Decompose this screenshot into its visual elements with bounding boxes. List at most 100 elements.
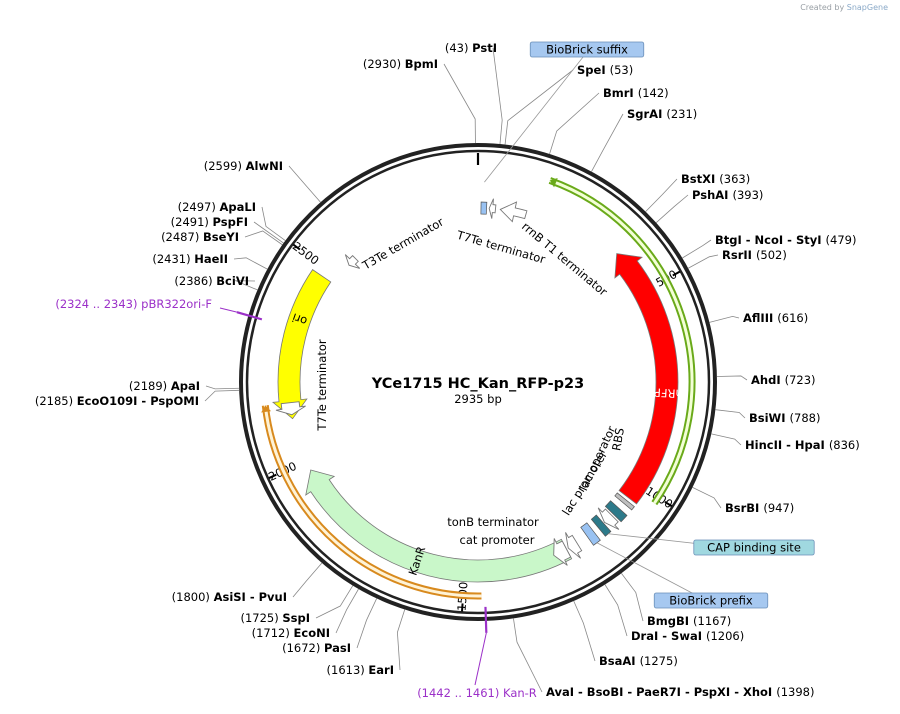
callout-box[interactable]: [693, 539, 815, 556]
callout-label[interactable]: CAP binding site: [707, 541, 801, 555]
site-enzyme-name[interactable]: EcoO109I - PspOMI: [77, 394, 199, 408]
site-label[interactable]: (2185) EcoO109I - PspOMI: [35, 394, 199, 408]
site-label[interactable]: (1712) EcoNI: [252, 626, 330, 640]
site-position: (1725): [240, 611, 282, 625]
site-label[interactable]: RsrII (502): [722, 248, 787, 262]
site-enzyme-name[interactable]: EarI: [368, 663, 394, 677]
site-enzyme-name[interactable]: BmgBI: [647, 614, 693, 628]
feature-label-t3te-terminator: T3Te terminator: [359, 215, 446, 273]
site-enzyme-name[interactable]: HaeII: [194, 252, 228, 266]
site-label[interactable]: HincII - HpaI (836): [745, 438, 860, 452]
feature-rrnb-t1-terminator: [499, 201, 528, 223]
site-label[interactable]: (2491) PspFI: [171, 215, 248, 229]
site-label[interactable]: AflIII (616): [743, 311, 808, 325]
site-label[interactable]: SpeI (53): [577, 63, 633, 77]
callout-box[interactable]: [653, 592, 769, 609]
site-enzyme-name[interactable]: HincII - HpaI: [745, 438, 829, 452]
site-position: (1800): [172, 590, 214, 604]
site-label[interactable]: PshAI (393): [692, 188, 763, 202]
site-enzyme-name[interactable]: RsrII: [722, 248, 756, 262]
site-label[interactable]: AvaI - BsoBI - PaeR7I - PspXI - XhoI (13…: [546, 685, 814, 699]
feature-label-t7te-terminator: T7Te terminator: [315, 339, 329, 432]
site-position: (1712): [252, 626, 294, 640]
primer-name[interactable]: pBR322ori-F: [141, 297, 212, 311]
callout-box[interactable]: [529, 41, 645, 58]
primer-name[interactable]: Kan-R: [503, 686, 537, 700]
site-enzyme-name[interactable]: AvaI - BsoBI - PaeR7I - PspXI - XhoI: [546, 685, 776, 699]
site-enzyme-name[interactable]: BciVI: [216, 274, 249, 288]
site-enzyme-name[interactable]: BseYI: [203, 230, 239, 244]
primer-label[interactable]: (1442 .. 1461) Kan-R: [417, 686, 537, 700]
site-label[interactable]: (2599) AlwNI: [204, 159, 283, 173]
site-enzyme-name[interactable]: AhdI: [751, 373, 785, 387]
site-label[interactable]: BsiWI (788): [749, 411, 820, 425]
site-label[interactable]: BstXI (363): [681, 172, 750, 186]
site-enzyme-name[interactable]: SpeI: [577, 63, 610, 77]
site-label[interactable]: BsrBI (947): [725, 501, 794, 515]
site-enzyme-name[interactable]: SgrAI: [627, 107, 666, 121]
site-label[interactable]: (2930) BpmI: [363, 57, 438, 71]
site-label[interactable]: (43) PstI: [445, 41, 497, 55]
site-label[interactable]: (1725) SspI: [240, 611, 310, 625]
leader-line: [204, 389, 240, 402]
outer-feature-layer: [261, 177, 696, 600]
site-label[interactable]: BsaAI (1275): [599, 654, 678, 668]
site-enzyme-name[interactable]: SspI: [282, 611, 310, 625]
site-label[interactable]: (1672) PasI: [282, 641, 351, 655]
site-label[interactable]: (2497) ApaLI: [178, 200, 256, 214]
site-label[interactable]: (2386) BciVI: [174, 274, 249, 288]
site-enzyme-name[interactable]: AsiSI - PvuI: [214, 590, 287, 604]
outer-highlight-core: [263, 405, 482, 598]
site-enzyme-name[interactable]: BstXI: [681, 172, 719, 186]
site-label[interactable]: SgrAI (231): [627, 107, 697, 121]
primer-mark: [236, 311, 263, 321]
site-enzyme-name[interactable]: BmrI: [603, 86, 638, 100]
site-enzyme-name[interactable]: BsiWI: [749, 411, 790, 425]
site-label[interactable]: BmrI (142): [603, 86, 669, 100]
site-enzyme-name[interactable]: ApaI: [171, 379, 200, 393]
site-label[interactable]: (1800) AsiSI - PvuI: [172, 590, 287, 604]
site-enzyme-name[interactable]: AflIII: [743, 311, 777, 325]
site-enzyme-name[interactable]: AlwNI: [246, 159, 283, 173]
site-enzyme-name[interactable]: BpmI: [405, 57, 438, 71]
site-label[interactable]: BmgBI (1167): [647, 614, 731, 628]
site-enzyme-name[interactable]: BsaAI: [599, 654, 640, 668]
callout-label[interactable]: BioBrick prefix: [669, 594, 753, 608]
callout-label[interactable]: BioBrick suffix: [546, 43, 628, 57]
site-label[interactable]: DraI - SwaI (1206): [631, 629, 744, 643]
site-enzyme-name[interactable]: BtgI - NcoI - StyI: [715, 233, 826, 247]
site-position: (2497): [178, 200, 220, 214]
site-enzyme-name[interactable]: EcoNI: [294, 626, 330, 640]
leader-line: [715, 409, 746, 419]
site-enzyme-name[interactable]: PstI: [472, 41, 497, 55]
plasmid-size: 2935 bp: [454, 392, 502, 406]
site-enzyme-name[interactable]: BsrBI: [725, 501, 763, 515]
site-label[interactable]: AhdI (723): [751, 373, 816, 387]
feature-cap-binding-site: [590, 514, 612, 537]
leader-line: [591, 113, 624, 172]
outer-highlight-arrowhead: [261, 405, 272, 413]
site-enzyme-name[interactable]: ApaLI: [220, 200, 257, 214]
site-enzyme-name[interactable]: PasI: [324, 641, 351, 655]
leader-line: [621, 572, 644, 622]
site-position: (2431): [152, 252, 194, 266]
site-label[interactable]: (2487) BseYI: [161, 230, 239, 244]
site-position: (502): [756, 248, 787, 262]
leader-line: [261, 206, 286, 241]
leader-line: [253, 221, 284, 244]
site-label[interactable]: BtgI - NcoI - StyI (479): [715, 233, 856, 247]
primer-leader: [219, 307, 238, 313]
site-enzyme-name[interactable]: PshAI: [692, 188, 732, 202]
feature-t3te-terminator: [344, 254, 361, 269]
primer-label[interactable]: (2324 .. 2343) pBR322ori-F: [55, 297, 212, 311]
site-position: (43): [445, 41, 472, 55]
site-enzyme-name[interactable]: DraI - SwaI: [631, 629, 706, 643]
leader-line: [513, 618, 543, 693]
feature-label-lac-promoter: lac promoter: [559, 448, 610, 518]
feature-biobrick-prefix: [580, 522, 601, 546]
site-label[interactable]: (2431) HaeII: [152, 252, 228, 266]
primer-range: (1442 .. 1461): [417, 686, 503, 700]
site-enzyme-name[interactable]: PspFI: [213, 215, 248, 229]
site-label[interactable]: (1613) EarI: [327, 663, 394, 677]
site-label[interactable]: (2189) ApaI: [129, 379, 200, 393]
